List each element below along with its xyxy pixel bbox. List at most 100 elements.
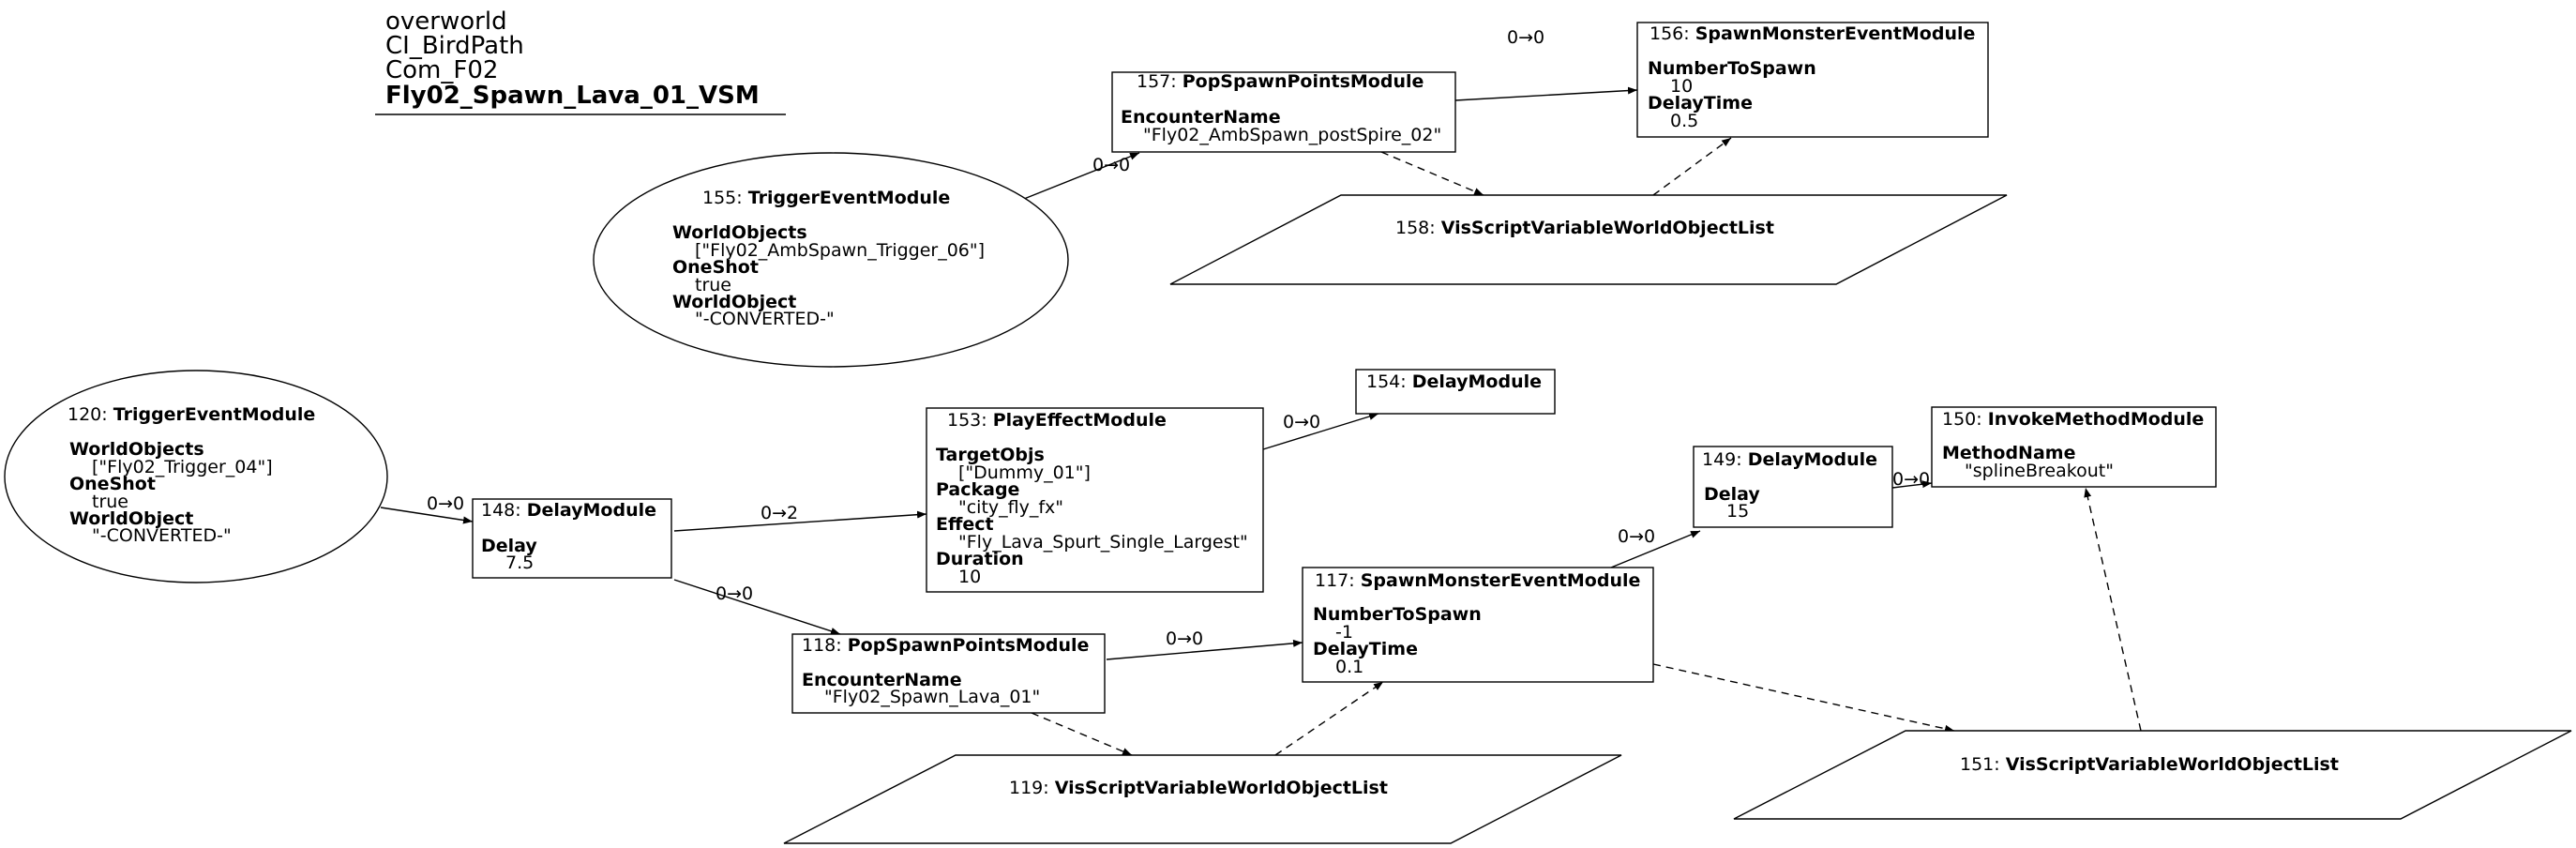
edge-117-151 <box>1652 663 1955 733</box>
node-148[interactable]: 148: DelayModule Delay 7.5 <box>472 498 672 579</box>
node-151[interactable]: 151: VisScriptVariableWorldObjectList <box>1733 730 2572 820</box>
edge-148-153 <box>673 510 927 532</box>
node-158-type: VisScriptVariableWorldObjectList <box>1441 218 1774 238</box>
node-154[interactable]: 154: DelayModule <box>1355 369 1556 415</box>
node-153-id: 153: <box>947 410 993 431</box>
node-117-prop-key: DelayTime <box>1313 639 1418 659</box>
node-120-header: 120: TriggerEventModule <box>68 404 315 425</box>
node-151-shape <box>1733 730 2572 820</box>
node-117[interactable]: 117: SpawnMonsterEventModule NumberToSpa… <box>1302 567 1654 683</box>
node-153-prop-key: Package <box>936 479 1019 500</box>
node-157-header: 157: PopSpawnPointsModule <box>1137 71 1424 92</box>
edge-118-117 <box>1106 639 1303 660</box>
node-156-header: 156: SpawnMonsterEventModule <box>1650 23 1975 44</box>
node-153-header: 153: PlayEffectModule <box>947 410 1167 431</box>
edge-153-154 <box>1262 413 1379 450</box>
node-118[interactable]: 118: PopSpawnPointsModule EncounterName … <box>791 633 1106 714</box>
edge-label-118-117: 0→0 <box>1166 628 1203 649</box>
node-150-id: 150: <box>1942 409 1988 430</box>
node-155-shape <box>593 152 1069 368</box>
edge-label-153-154: 0→0 <box>1283 412 1320 432</box>
node-156-prop-value: 10 <box>1670 76 1693 97</box>
node-156-prop-value: 0.5 <box>1670 111 1698 131</box>
node-150-header: 150: InvokeMethodModule <box>1942 409 2204 430</box>
node-148-header: 148: DelayModule <box>481 500 656 521</box>
node-120-prop-key: WorldObjects <box>69 439 204 460</box>
node-149-shape <box>1693 446 1893 528</box>
node-153-prop-value: ["Dummy_01"] <box>958 462 1091 483</box>
node-120-prop-key: OneShot <box>69 474 156 494</box>
node-148-type: DelayModule <box>527 500 656 521</box>
node-150-prop-value: "splineBreakout" <box>1965 461 2114 481</box>
header-line-1: overworld <box>385 8 507 36</box>
node-117-shape <box>1302 567 1654 683</box>
edge-155-157 <box>1023 152 1140 200</box>
edges: 0→0 0→0 0→0 0→2 0→0 0→0 0→0 0→0 0→0 <box>380 27 2142 756</box>
node-119-type: VisScriptVariableWorldObjectList <box>1055 778 1388 798</box>
node-157[interactable]: 157: PopSpawnPointsModule EncounterName … <box>1111 71 1456 153</box>
node-150[interactable]: 150: InvokeMethodModule MethodName "spli… <box>1931 406 2217 488</box>
node-150-prop-key: MethodName <box>1942 443 2075 463</box>
node-157-prop-value: "Fly02_AmbSpawn_postSpire_02" <box>1143 125 1441 145</box>
node-157-type: PopSpawnPointsModule <box>1183 71 1424 92</box>
graph-name: Fly02_Spawn_Lava_01_VSM <box>385 82 760 110</box>
node-120-type: TriggerEventModule <box>113 404 316 425</box>
edge-117-149 <box>1610 530 1701 568</box>
node-155-prop-key: WorldObject <box>672 292 796 312</box>
node-156-shape <box>1636 22 1989 138</box>
node-155-prop-key: WorldObjects <box>672 222 807 243</box>
edge-label-148-118: 0→0 <box>716 583 753 604</box>
node-117-header: 117: SpawnMonsterEventModule <box>1315 570 1640 591</box>
node-155-type: TriggerEventModule <box>748 188 951 208</box>
node-155-id: 155: <box>702 188 748 208</box>
edge-118-119 <box>1031 712 1133 756</box>
node-148-shape <box>472 498 672 579</box>
node-158-shape <box>1169 194 2008 285</box>
node-155[interactable]: 155: TriggerEventModule WorldObjects ["F… <box>593 152 1069 368</box>
header-line-2: CI_BirdPath <box>385 32 524 60</box>
node-151-id: 151: <box>1960 754 2006 775</box>
node-156[interactable]: 156: SpawnMonsterEventModule NumberToSpa… <box>1636 22 1989 138</box>
node-120-prop-key: WorldObject <box>69 508 193 529</box>
edge-158-156 <box>1652 137 1732 196</box>
edge-157-156 <box>1454 86 1638 101</box>
edge-label-120-148: 0→0 <box>427 493 464 514</box>
node-118-header: 118: PopSpawnPointsModule <box>802 635 1089 656</box>
node-157-prop-key: EncounterName <box>1121 107 1281 128</box>
node-151-type: VisScriptVariableWorldObjectList <box>2006 754 2339 775</box>
node-117-id: 117: <box>1315 570 1361 591</box>
node-156-prop-key: NumberToSpawn <box>1648 58 1816 79</box>
node-149-prop-key: Delay <box>1704 484 1760 505</box>
edge-label-148-153: 0→2 <box>761 503 798 523</box>
node-149-prop-value: 15 <box>1726 501 1749 522</box>
node-153-prop-key: Effect <box>936 514 994 535</box>
node-119-shape <box>783 754 1622 844</box>
node-155-prop-value: true <box>695 275 731 295</box>
edge-149-150 <box>1891 480 1933 489</box>
edge-label-155-157: 0→0 <box>1092 155 1130 175</box>
node-150-shape <box>1931 406 2217 488</box>
node-118-prop-value: "Fly02_Spawn_Lava_01" <box>824 687 1040 707</box>
node-153[interactable]: 153: PlayEffectModule TargetObjs ["Dummy… <box>926 407 1264 593</box>
node-119[interactable]: 119: VisScriptVariableWorldObjectList <box>783 754 1622 844</box>
node-148-prop-value: 7.5 <box>505 553 534 573</box>
node-149-type: DelayModule <box>1748 449 1877 470</box>
edge-157-158 <box>1380 151 1484 196</box>
node-120[interactable]: 120: TriggerEventModule WorldObjects ["F… <box>4 370 388 583</box>
edge-148-118 <box>673 579 841 635</box>
edge-151-150 <box>2084 487 2142 732</box>
node-149[interactable]: 149: DelayModule Delay 15 <box>1693 446 1893 528</box>
node-153-prop-key: TargetObjs <box>936 445 1045 465</box>
node-119-header: 119: VisScriptVariableWorldObjectList <box>1009 778 1388 798</box>
node-154-type: DelayModule <box>1412 371 1542 392</box>
node-117-prop-value: -1 <box>1335 622 1353 643</box>
node-150-type: InvokeMethodModule <box>1988 409 2205 430</box>
node-153-prop-key: Duration <box>936 549 1024 569</box>
node-118-prop-key: EncounterName <box>802 670 962 690</box>
node-149-id: 149: <box>1702 449 1748 470</box>
edge-119-117 <box>1274 681 1384 756</box>
node-158[interactable]: 158: VisScriptVariableWorldObjectList <box>1169 194 2008 285</box>
node-158-header: 158: VisScriptVariableWorldObjectList <box>1395 218 1774 238</box>
edge-120-148 <box>380 507 474 524</box>
